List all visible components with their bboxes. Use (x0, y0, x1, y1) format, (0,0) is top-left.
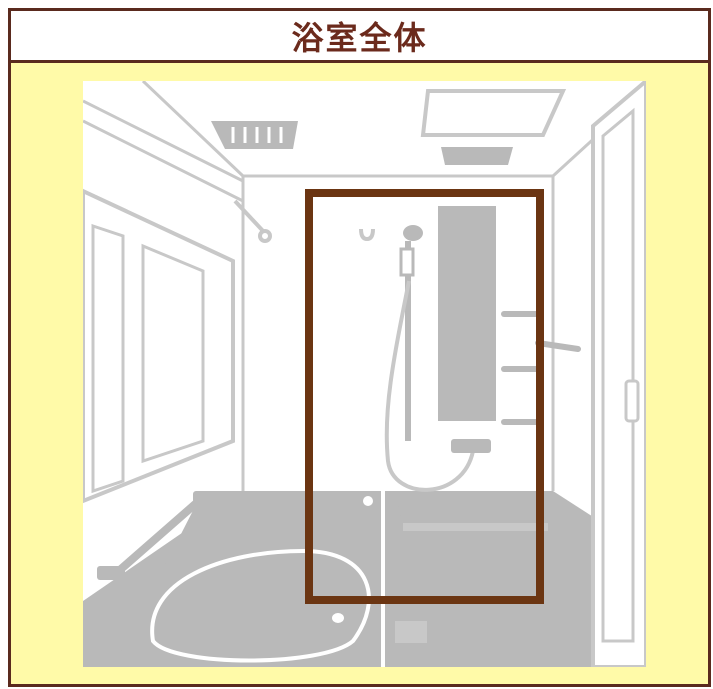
ceiling-vent (211, 121, 298, 149)
mirror (438, 206, 539, 425)
ceiling-light (420, 89, 567, 165)
panel-header: 浴室全体 (11, 11, 708, 63)
shower-unit (384, 225, 475, 492)
window (83, 188, 235, 504)
bathroom-illustration (83, 81, 646, 667)
bathroom-panel: 浴室全体 (8, 8, 711, 687)
bathroom-drawing (83, 81, 646, 667)
door (535, 81, 646, 667)
faucet (451, 439, 491, 453)
wall-hooks (233, 199, 375, 243)
floor-drain (395, 621, 427, 643)
page-title: 浴室全体 (291, 18, 428, 57)
highlight-frame (305, 189, 544, 604)
bathtub (113, 491, 385, 667)
counter-shelf (398, 506, 548, 531)
